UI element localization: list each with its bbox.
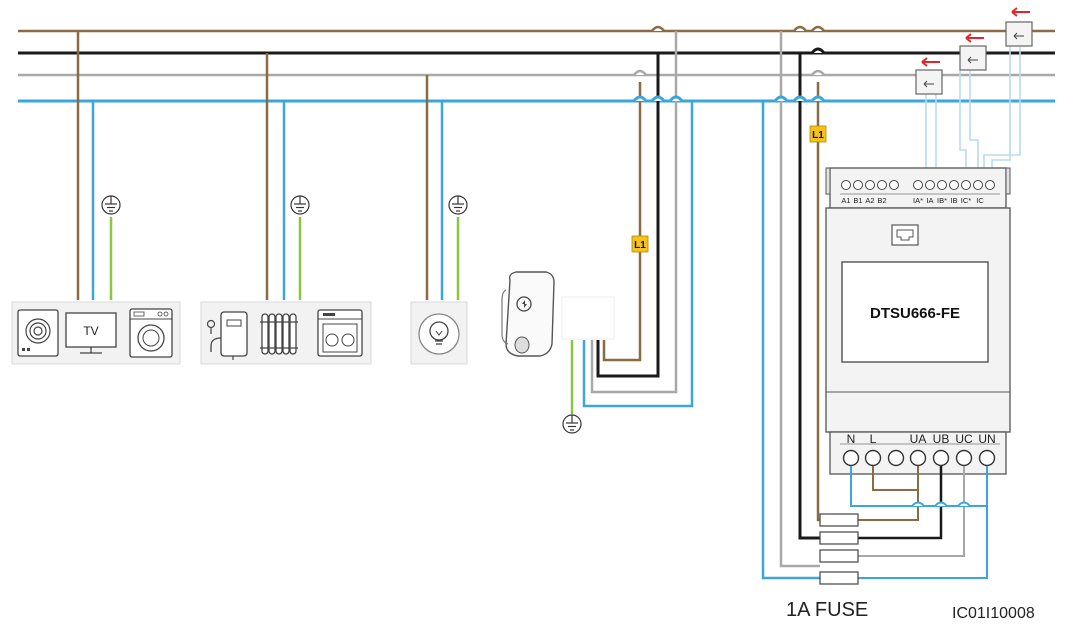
- fuse: [819, 571, 859, 585]
- fuse: [819, 549, 859, 563]
- ct-arrow-icon: [921, 57, 940, 67]
- ethernet-port-icon: [891, 224, 919, 246]
- ct-sensor-b: [959, 33, 987, 71]
- ct-wiring: [925, 46, 1021, 170]
- charger-wiring: [570, 31, 694, 414]
- washing-machine-icon: [129, 308, 173, 358]
- svg-text:UC: UC: [955, 432, 973, 446]
- svg-text:IA: IA: [926, 196, 933, 205]
- svg-text:IB*: IB*: [937, 196, 947, 205]
- svg-text:IC: IC: [976, 196, 984, 205]
- svg-text:UB: UB: [933, 432, 950, 446]
- svg-text:IB: IB: [950, 196, 957, 205]
- lamp-icon: [418, 313, 460, 355]
- bottom-terminal-screws: [842, 449, 996, 467]
- svg-text:L1: L1: [812, 130, 824, 141]
- svg-text:A2: A2: [865, 196, 874, 205]
- appliance-group-3: [410, 301, 468, 365]
- svg-text:N: N: [847, 432, 856, 446]
- ground-icon: [290, 195, 310, 215]
- meter-bottom-wiring: [850, 466, 988, 579]
- charger-junction-box: [561, 296, 615, 340]
- figure-code: IC01I10008: [952, 605, 1035, 622]
- top-terminal-labels: A1 B1 A2 B2 IA* IA IB* IB IC* IC: [841, 196, 984, 205]
- svg-text:L1: L1: [634, 240, 646, 251]
- svg-text:UN: UN: [978, 432, 995, 446]
- fuse-block: [819, 513, 859, 585]
- ground-icon: [448, 195, 468, 215]
- bottom-terminal-labels: N L UA UB UC UN: [840, 432, 1000, 446]
- fuse: [819, 531, 859, 545]
- appliance-group-1: TV: [11, 301, 181, 365]
- meter-model-label: DTSU666-FE: [870, 305, 960, 322]
- ct-sensor-a: [915, 57, 943, 95]
- svg-text:L: L: [870, 432, 877, 446]
- fuse: [819, 513, 859, 527]
- l1-tag: L1: [809, 125, 827, 143]
- svg-text:IA*: IA*: [913, 196, 923, 205]
- ground-icon: [562, 414, 582, 434]
- svg-text:UA: UA: [910, 432, 927, 446]
- l1-tag: L1: [631, 235, 649, 253]
- svg-text:IC*: IC*: [961, 196, 972, 205]
- ct-arrow-icon: [965, 33, 984, 43]
- tv-label: TV: [83, 324, 98, 338]
- radiator-icon: [260, 313, 298, 355]
- svg-text:B2: B2: [877, 196, 886, 205]
- appliance-group-2: [200, 301, 372, 365]
- fuse-label: 1A FUSE: [786, 599, 868, 621]
- bus-lines: [18, 29, 1055, 103]
- group2-wiring: [265, 53, 302, 300]
- ground-icon: [101, 195, 121, 215]
- group3-wiring: [425, 75, 460, 300]
- svg-text:A1: A1: [841, 196, 850, 205]
- top-terminal-screws: [841, 180, 995, 190]
- svg-text:B1: B1: [853, 196, 862, 205]
- fuse-feed-wiring: [633, 25, 826, 580]
- water-heater-icon: [206, 311, 248, 360]
- group1-wiring: [76, 31, 113, 300]
- ev-charger-icon: [501, 271, 555, 357]
- tv-icon: TV: [65, 312, 117, 354]
- energy-meter: DTSU666-FE A1 B1 A2 B2 IA*: [825, 167, 1011, 475]
- ct-arrow-icon: [1011, 7, 1030, 17]
- ct-sensor-c: [1005, 7, 1033, 47]
- induction-hob-icon: [17, 309, 59, 357]
- dishwasher-icon: [317, 309, 363, 357]
